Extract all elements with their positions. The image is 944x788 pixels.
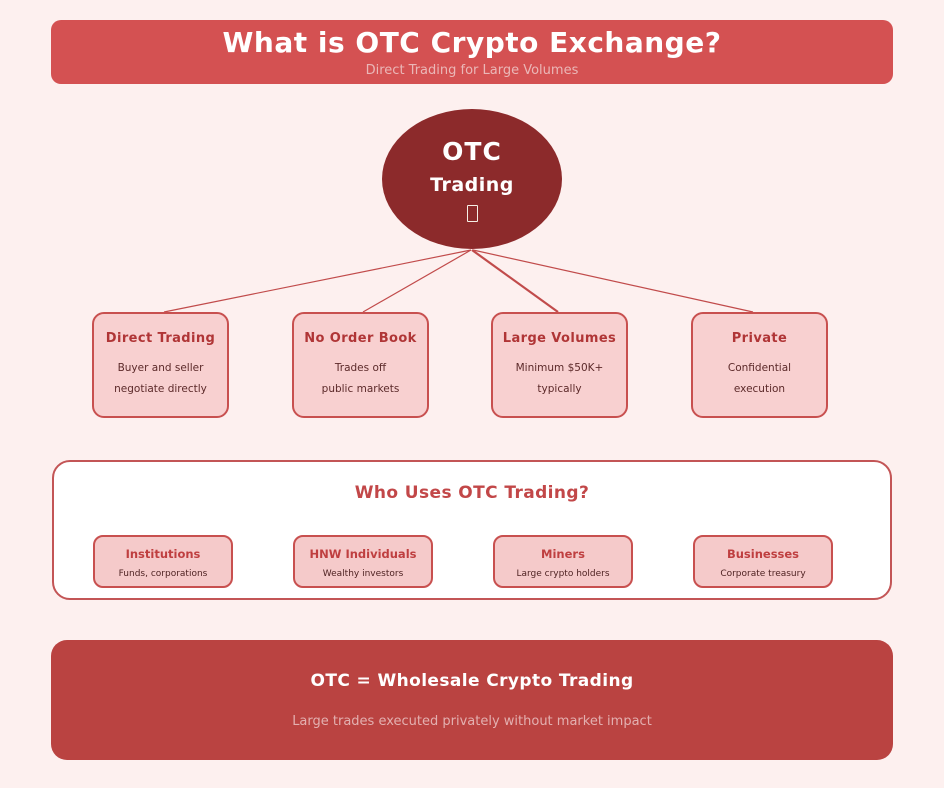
who-uses-box-businesses: Businesses Corporate treasury	[693, 535, 833, 588]
central-node-otc-trading: OTC Trading	[382, 109, 562, 249]
who-uses-box-hnw-individuals: HNW Individuals Wealthy investors	[293, 535, 433, 588]
central-node-subtitle: Trading	[430, 173, 514, 196]
feature-text-line: Trades off	[334, 362, 387, 374]
central-node-title: OTC	[442, 136, 502, 166]
who-uses-box-institutions: Institutions Funds, corporations	[93, 535, 233, 588]
connector-line-no-order-book	[362, 249, 472, 313]
feature-text-line: Buyer and seller	[117, 362, 204, 374]
feature-text-line: typically	[537, 383, 582, 395]
who-uses-item-subtitle: Wealthy investors	[322, 569, 404, 579]
who-uses-item-title: Businesses	[726, 547, 800, 561]
missing-glyph-icon	[466, 204, 478, 222]
connector-line-direct-trading	[163, 249, 472, 313]
header-banner: What is OTC Crypto Exchange? Direct Trad…	[51, 20, 893, 84]
feature-title: Large Volumes	[502, 331, 617, 346]
who-uses-item-subtitle: Corporate treasury	[720, 569, 806, 579]
connector-line-private	[472, 249, 754, 313]
who-uses-item-subtitle: Large crypto holders	[516, 569, 610, 579]
who-uses-section: Who Uses OTC Trading? Institutions Funds…	[52, 460, 892, 600]
who-uses-item-title: Miners	[541, 547, 585, 561]
page-title: What is OTC Crypto Exchange?	[222, 25, 722, 59]
footer-subtitle: Large trades executed privately without …	[292, 714, 652, 729]
who-uses-item-title: Institutions	[125, 547, 201, 561]
who-uses-item-subtitle: Funds, corporations	[118, 569, 208, 579]
feature-text-line: negotiate directly	[114, 383, 207, 395]
feature-text-line: public markets	[321, 383, 400, 395]
footer-banner: OTC = Wholesale Crypto Trading Large tra…	[51, 640, 893, 760]
feature-box-private: Private Confidential execution	[691, 312, 828, 418]
connector-line-large-volumes	[471, 249, 559, 313]
feature-title: Private	[731, 331, 788, 346]
footer-title: OTC = Wholesale Crypto Trading	[310, 671, 634, 691]
feature-text-line: execution	[733, 383, 786, 395]
feature-box-direct-trading: Direct Trading Buyer and seller negotiat…	[92, 312, 229, 418]
feature-title: No Order Book	[304, 331, 417, 346]
feature-title: Direct Trading	[105, 331, 216, 346]
who-uses-title: Who Uses OTC Trading?	[354, 483, 590, 503]
feature-box-no-order-book: No Order Book Trades off public markets	[292, 312, 429, 418]
feature-text-line: Confidential	[727, 362, 792, 374]
who-uses-item-title: HNW Individuals	[309, 547, 417, 561]
feature-text-line: Minimum $50K+	[515, 362, 604, 374]
page-subtitle: Direct Trading for Large Volumes	[365, 62, 579, 78]
who-uses-box-miners: Miners Large crypto holders	[493, 535, 633, 588]
feature-box-large-volumes: Large Volumes Minimum $50K+ typically	[491, 312, 628, 418]
